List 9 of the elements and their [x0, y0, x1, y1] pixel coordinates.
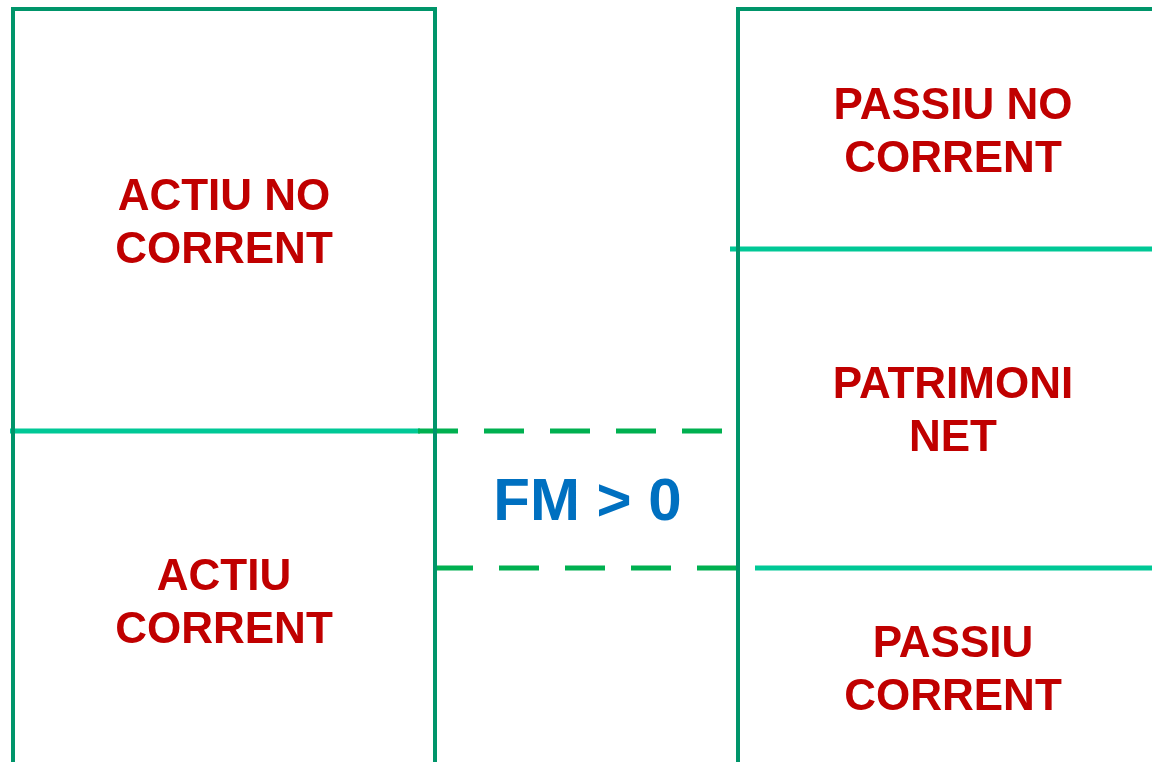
balance-section [11, 431, 437, 762]
balance-section [736, 7, 1152, 249]
working-capital-label: FM > 0 [492, 465, 683, 534]
balance-section [11, 7, 437, 431]
section-title: ACTIU CORRENT [114, 549, 334, 654]
section-title: PATRIMONI NET [831, 356, 1075, 462]
section-title: ACTIU NO CORRENT [114, 169, 334, 274]
section-title: PASSIU CORRENT [843, 616, 1063, 721]
section-title: PASSIU NO CORRENT [832, 78, 1074, 183]
